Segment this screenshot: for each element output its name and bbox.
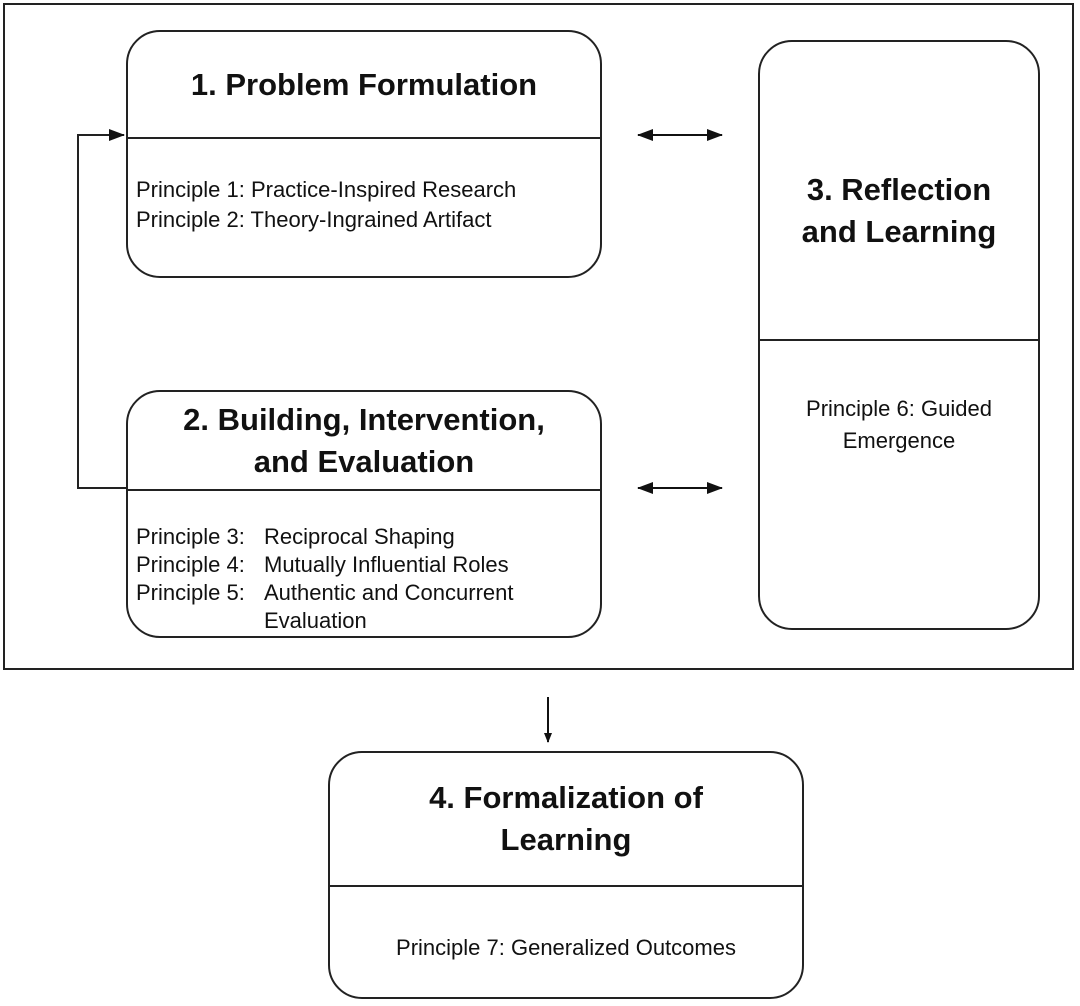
stage-title: 2. Building, Intervention, and Evaluatio…	[183, 399, 545, 483]
stage-title-line: and Evaluation	[253, 443, 475, 479]
stage-title-line: and Learning	[801, 213, 997, 249]
principle-5: Principle 5: Authentic and Concurrent Ev…	[136, 579, 600, 635]
principle-label: Principle 3:	[136, 524, 245, 549]
principle-4: Principle 4: Mutually Influential Roles	[136, 551, 600, 579]
stage-title: 3. Reflection and Learning	[802, 169, 997, 253]
stage-formalization-of-learning: 4. Formalization of Learning Principle 7…	[328, 751, 804, 999]
stage-header: 2. Building, Intervention, and Evaluatio…	[128, 392, 600, 491]
stage-title-line: 4. Formalization of	[429, 780, 703, 815]
stage-principles: Principle 1: Practice-Inspired Research …	[128, 139, 600, 276]
feedback-loop-arrow	[77, 129, 126, 489]
stage-header: 4. Formalization of Learning	[330, 753, 802, 887]
principle-label: Principle 4:	[136, 552, 245, 577]
stage-title-line: 3. Reflection	[806, 171, 992, 207]
stage-title: 4. Formalization of Learning	[429, 777, 703, 861]
principle-text: Authentic and Concurrent Evaluation	[264, 580, 514, 633]
principle-6-continued: Emergence	[842, 428, 956, 453]
stage-problem-formulation: 1. Problem Formulation Principle 1: Prac…	[126, 30, 602, 278]
stage-header: 1. Problem Formulation	[128, 32, 600, 139]
stage-principles: Principle 6: Guided Emergence	[760, 341, 1038, 628]
stage-title-line: 2. Building, Intervention,	[183, 401, 545, 437]
principle-text: Reciprocal Shaping	[264, 524, 455, 549]
principle-3: Principle 3: Reciprocal Shaping	[136, 523, 600, 551]
stage-title-line: Learning	[500, 822, 632, 857]
principle-2: Principle 2: Theory-Ingrained Artifact	[136, 207, 492, 232]
principle-6: Principle 6: Guided	[806, 396, 992, 421]
stage-header: 3. Reflection and Learning	[760, 42, 1038, 341]
eadr-outer-frame	[3, 3, 1074, 670]
stage-principles: Principle 7: Generalized Outcomes	[330, 887, 802, 997]
principle-7: Principle 7: Generalized Outcomes	[396, 935, 736, 960]
principle-1: Principle 1: Practice-Inspired Research	[136, 177, 517, 202]
principle-label: Principle 5:	[136, 580, 245, 605]
stage-building-intervention-evaluation: 2. Building, Intervention, and Evaluatio…	[126, 390, 602, 638]
principle-text: Mutually Influential Roles	[264, 552, 509, 577]
stage-title: 1. Problem Formulation	[190, 66, 538, 102]
stage-principles: Principle 3: Reciprocal Shaping Principl…	[128, 491, 600, 636]
stage-reflection-and-learning: 3. Reflection and Learning Principle 6: …	[758, 40, 1040, 630]
